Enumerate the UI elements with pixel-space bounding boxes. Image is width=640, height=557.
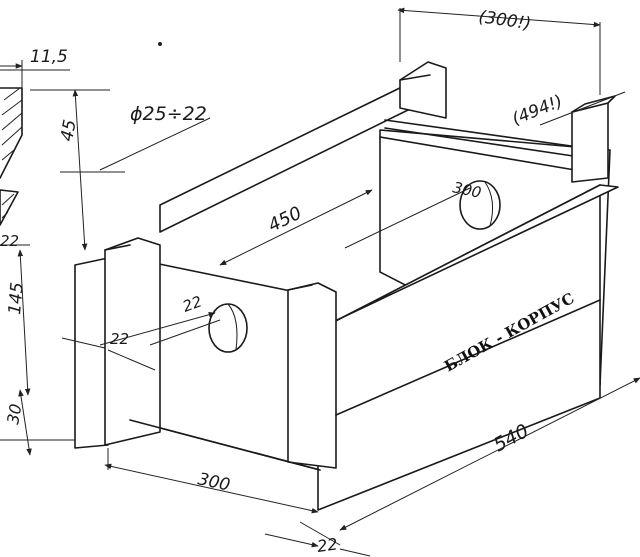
dim-height-45: 45 (57, 118, 80, 143)
dim-height-30: 30 (3, 402, 25, 425)
dimension-lines (61, 7, 640, 557)
dim-width-300-bottom: 300 (196, 469, 232, 495)
dim-hole-diameter: ϕ25÷22 (130, 103, 207, 125)
right-hole (459, 180, 501, 230)
dim-width-300-top: (300!) (477, 7, 532, 34)
section-detail (0, 60, 211, 456)
dim-height-145: 145 (5, 281, 28, 315)
section-hatching (1, 87, 23, 219)
dim-post-22-a: 22 (180, 292, 204, 315)
dim-bottom-22: 22 (316, 534, 339, 556)
dim-length-494: (494!) (509, 91, 565, 129)
dim-inner-300: 300 (451, 178, 483, 202)
post-back-left (399, 61, 447, 119)
ink-dot (158, 42, 162, 46)
post-left-b (104, 237, 161, 446)
dim-left-22: 22 (0, 232, 19, 250)
post-front-middle (287, 282, 337, 469)
dim-thickness-top: 11,5 (30, 47, 68, 67)
box-body (74, 61, 619, 511)
dim-post-22-b: 22 (110, 330, 129, 348)
dim-depth-450: 450 (265, 203, 305, 237)
post-left-a (74, 257, 109, 449)
post-back-right (571, 102, 609, 183)
